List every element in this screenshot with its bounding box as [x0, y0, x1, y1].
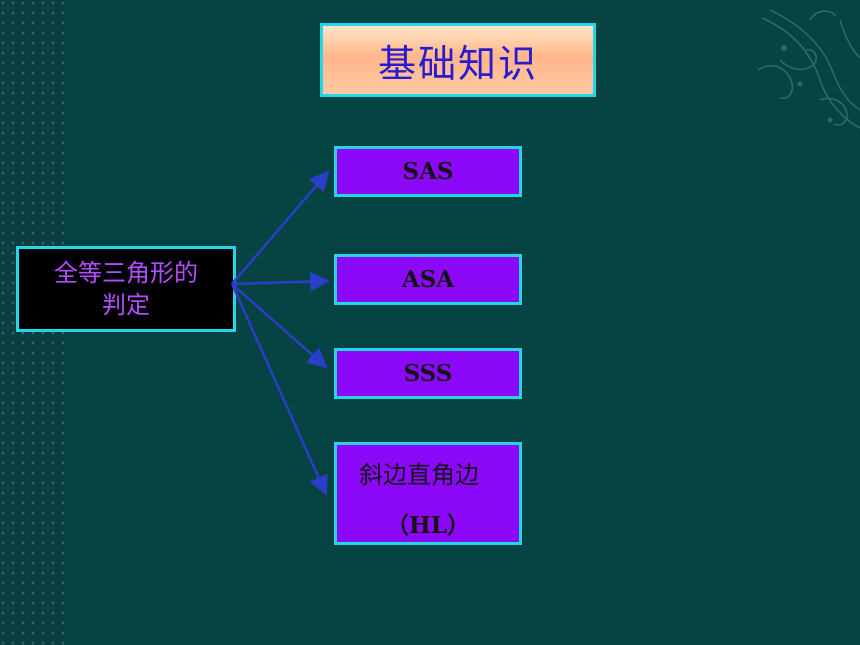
root-concept-line1: 全等三角形的 [54, 259, 198, 287]
arrow-to-asa [231, 271, 330, 292]
node-hl-line2: （HL） [386, 512, 470, 539]
arrow-to-sas [231, 170, 330, 285]
node-asa: ASA [334, 254, 522, 305]
node-sss: SSS [334, 348, 522, 399]
node-hl: 斜边直角边 （HL） [334, 442, 522, 545]
node-hl-line1: 斜边直角边 [359, 461, 479, 489]
arrow-to-sss [231, 283, 328, 369]
ornament-decoration [757, 9, 860, 129]
slide-title: 基础知识 [320, 23, 596, 97]
node-sas: SAS [334, 146, 522, 197]
root-concept-line2: 判定 [102, 291, 150, 319]
arrow-to-hl [230, 283, 328, 496]
